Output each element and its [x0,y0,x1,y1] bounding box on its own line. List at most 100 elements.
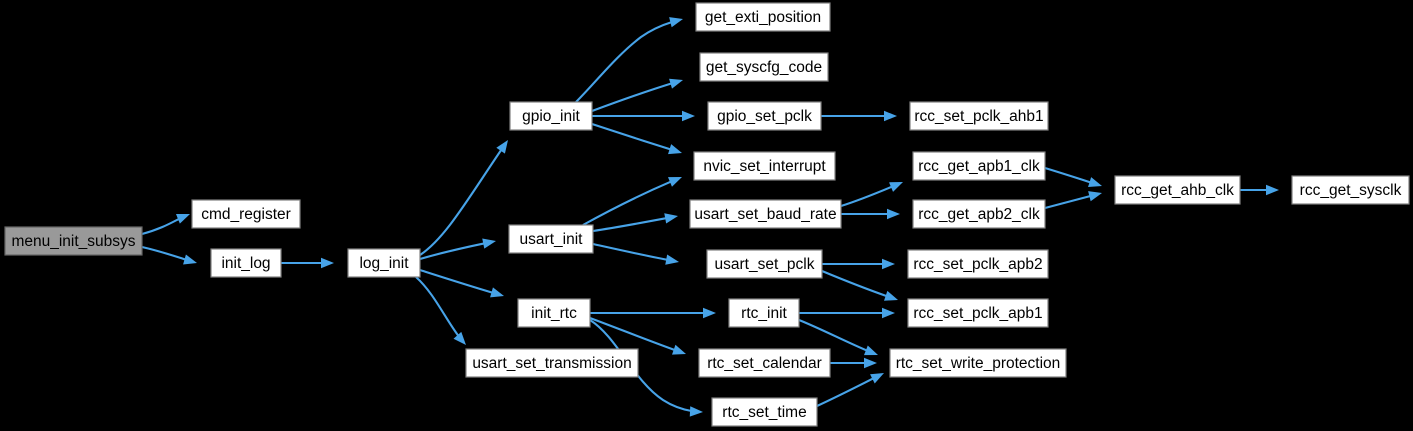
edge-arrowhead [669,78,683,89]
node-usart_set_transmission[interactable]: usart_set_transmission [465,348,639,378]
edge-arrowhead [889,182,903,192]
node-box[interactable] [706,249,823,279]
node-box[interactable] [508,224,594,254]
node-box[interactable] [711,397,818,427]
edge-line [591,123,683,155]
node-rtc_set_write_protection[interactable]: rtc_set_write_protection [889,348,1067,378]
node-box[interactable] [191,199,301,229]
node-gpio_set_pclk[interactable]: gpio_set_pclk [707,101,822,131]
edge-arrowhead [321,257,334,269]
node-label: usart_init [520,231,584,248]
node-box[interactable] [707,101,822,131]
node-box[interactable] [4,226,143,256]
node-label: rcc_get_apb1_clk [918,158,1040,175]
node-rcc_set_pclk_apb1[interactable]: rcc_set_pclk_apb1 [907,298,1049,328]
node-rcc_get_apb1_clk[interactable]: rcc_get_apb1_clk [912,151,1046,181]
node-rcc_get_sysclk[interactable]: rcc_get_sysclk [1291,175,1410,205]
node-label: menu_init_subsys [11,233,135,250]
edge-line [1044,191,1103,210]
node-get_exti_position[interactable]: get_exti_position [695,2,831,32]
edge-rcc_get_apb1_clk-to-rcc_get_ahb_clk [1044,166,1103,188]
node-log_init[interactable]: log_init [347,248,421,278]
edge-arrowhead [884,110,897,122]
node-rcc_get_apb2_clk[interactable]: rcc_get_apb2_clk [912,199,1046,229]
edge-line [141,245,198,265]
node-usart_set_baud_rate[interactable]: usart_set_baud_rate [689,199,842,229]
node-box[interactable] [907,298,1049,328]
node-box[interactable] [909,101,1049,131]
node-box[interactable] [1291,175,1410,205]
edge-line [1044,166,1103,188]
node-label: log_init [359,255,409,272]
node-label: get_syscfg_code [706,59,822,76]
node-box[interactable] [693,151,836,181]
node-box[interactable] [695,2,831,32]
node-rtc_set_calendar[interactable]: rtc_set_calendar [698,348,831,378]
edge-line [589,317,687,355]
node-box[interactable] [912,199,1046,229]
node-box[interactable] [912,151,1046,181]
edge-line [821,270,899,301]
edge-rcc_get_ahb_clk-to-rcc_get_sysclk [1240,184,1279,196]
node-label: rcc_set_pclk_ahb1 [914,108,1043,125]
node-usart_set_pclk[interactable]: usart_set_pclk [706,249,823,279]
edge-line [816,372,885,407]
node-label: rcc_get_apb2_clk [918,206,1040,223]
edge-usart_init-to-usart_set_pclk [592,242,680,265]
node-rcc_set_pclk_apb2[interactable]: rcc_set_pclk_apb2 [907,249,1049,279]
edge-log_init-to-gpio_init [419,139,509,256]
edge-arrowhead [1088,191,1102,202]
node-rtc_init[interactable]: rtc_init [728,298,800,328]
node-box[interactable] [517,298,591,328]
node-label: nvic_set_interrupt [703,158,826,175]
node-rcc_get_ahb_clk[interactable]: rcc_get_ahb_clk [1114,175,1241,205]
node-rtc_set_time[interactable]: rtc_set_time [711,397,818,427]
nodes-layer: menu_init_subsys cmd_register init_log log_… [4,2,1410,427]
node-box[interactable] [465,348,639,378]
node-box[interactable] [210,248,282,278]
node-init_log[interactable]: init_log [210,248,282,278]
edge-init_log-to-log_init [281,257,334,269]
edge-arrowhead [667,177,682,187]
edge-arrowhead [703,307,716,319]
node-label: rcc_set_pclk_apb1 [913,305,1042,322]
node-usart_init[interactable]: usart_init [508,224,594,254]
node-box[interactable] [907,249,1049,279]
node-box[interactable] [689,199,842,229]
edge-arrowhead [863,345,878,356]
node-box[interactable] [699,52,829,82]
edge-line [798,319,879,356]
node-menu_init_subsys[interactable]: menu_init_subsys [4,226,143,256]
node-gpio_init[interactable]: gpio_init [509,101,593,131]
node-label: cmd_register [201,206,291,223]
edge-arrowhead [665,254,679,265]
edge-arrowhead [864,357,877,369]
node-box[interactable] [728,298,800,328]
node-label: usart_set_baud_rate [694,206,836,223]
node-cmd_register[interactable]: cmd_register [191,199,301,229]
edge-line [592,242,680,264]
edge-init_rtc-to-rtc_set_time [589,319,704,417]
node-nvic_set_interrupt[interactable]: nvic_set_interrupt [693,151,836,181]
edge-arrowhead [884,290,898,301]
edge-log_init-to-init_rtc [419,268,505,298]
node-init_rtc[interactable]: init_rtc [517,298,591,328]
node-box[interactable] [698,348,831,378]
edge-usart_set_pclk-to-rcc_set_pclk_apb1 [821,270,899,301]
node-get_syscfg_code[interactable]: get_syscfg_code [699,52,829,82]
edge-log_init-to-usart_set_transmission [415,276,467,346]
node-box[interactable] [509,101,593,131]
edge-line [589,319,704,414]
edge-arrowhead [682,110,695,122]
edge-rcc_get_apb2_clk-to-rcc_get_ahb_clk [1044,191,1103,210]
node-box[interactable] [347,248,421,278]
node-rcc_set_pclk_ahb1[interactable]: rcc_set_pclk_ahb1 [909,101,1049,131]
edge-line [575,17,684,103]
node-label: usart_set_pclk [715,256,815,273]
node-box[interactable] [889,348,1067,378]
edge-usart_set_baud_rate-to-rcc_get_apb1_clk [840,181,904,208]
node-box[interactable] [1114,175,1241,205]
edge-arrowhead [689,406,703,417]
edge-line [591,78,684,112]
